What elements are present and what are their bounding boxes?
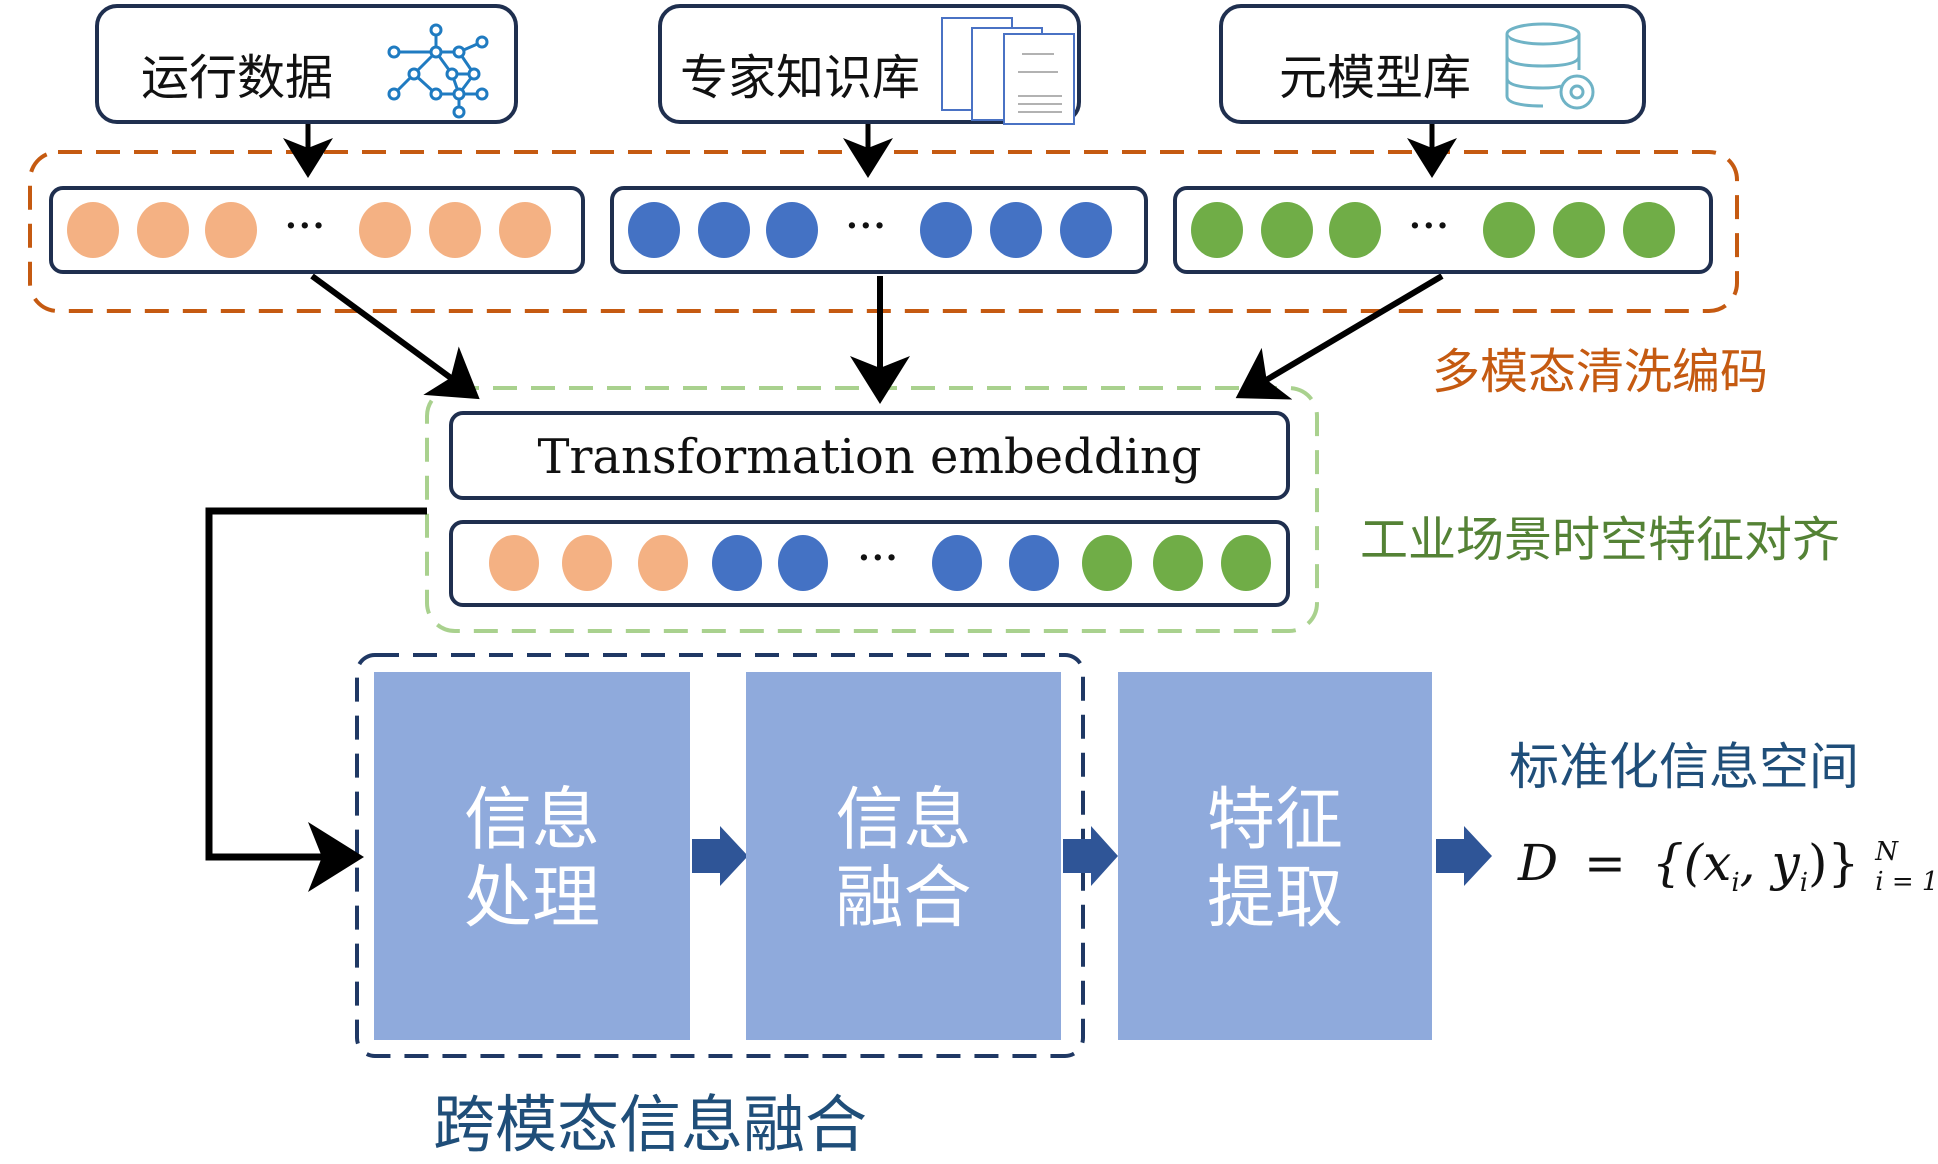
fused-token [1009, 535, 1059, 591]
ellipsis: ··· [1409, 206, 1451, 246]
formula-sub-x: i [1731, 868, 1740, 898]
feedback-connector [205, 507, 427, 892]
fused-token [778, 535, 828, 591]
output-formula: D = {(xi, yi)} N i = 1 [1518, 834, 1938, 898]
formula-close: )} [1808, 834, 1860, 892]
source-box-runtime-data: 运行数据 [95, 4, 518, 124]
block-arrow-3 [1436, 826, 1492, 886]
embedding-token [1329, 202, 1381, 258]
transformation-embedding-box: Transformation embedding [449, 411, 1290, 500]
embedding-token [499, 202, 551, 258]
arrow-embed-1 [310, 273, 480, 400]
block-label-line2: 提取 [1206, 859, 1343, 938]
formula-sub-y: i [1799, 868, 1809, 898]
block-label-line1: 信息 [835, 781, 972, 860]
arrow-embed-3 [1235, 273, 1444, 400]
fusion-group-border [355, 653, 1085, 1058]
formula-body: {(x [1651, 834, 1732, 892]
network-graph-icon [387, 23, 489, 119]
block-arrow-2 [1063, 826, 1118, 886]
embedding-token [67, 202, 119, 258]
embedding-token [628, 202, 680, 258]
cleaning-group-border [28, 150, 1739, 313]
fused-token [932, 535, 982, 591]
embedding-token [137, 202, 189, 258]
fused-token [638, 535, 688, 591]
block-label-line1: 信息 [463, 781, 600, 860]
embedding-token [1483, 202, 1535, 258]
block-info-fusion: 信息 融合 [746, 672, 1061, 1040]
fused-token [1221, 535, 1271, 591]
fused-token [1153, 535, 1203, 591]
database-gear-icon [1505, 22, 1595, 110]
output-space-title: 标准化信息空间 [1509, 738, 1859, 796]
block-label-line1: 特征 [1206, 781, 1343, 860]
formula-lhs: D [1518, 834, 1559, 892]
embedding-token [698, 202, 750, 258]
block-label-line2: 融合 [835, 859, 972, 938]
formula-eq: = [1584, 834, 1626, 892]
embedding-token [1191, 202, 1243, 258]
embedding-token [429, 202, 481, 258]
fused-token [1082, 535, 1132, 591]
block-arrow-1 [692, 826, 748, 886]
formula-comma: , y [1739, 834, 1800, 892]
source-label: 元模型库 [1279, 50, 1472, 106]
ellipsis: ··· [846, 206, 888, 246]
fused-token [712, 535, 762, 591]
source-box-expert-knowledge: 专家知识库 [658, 4, 1081, 125]
source-label: 运行数据 [141, 50, 334, 106]
embedding-token [1261, 202, 1313, 258]
alignment-group-border [425, 386, 1319, 633]
embedding-token [205, 202, 257, 258]
ellipsis: ··· [285, 206, 327, 246]
embedding-token [990, 202, 1042, 258]
documents-icon [941, 17, 1075, 125]
connectors-layer [28, 124, 1739, 1058]
embedding-token [1623, 202, 1675, 258]
fused-token [562, 535, 612, 591]
ellipsis: ··· [858, 538, 900, 578]
block-feature-extraction: 特征 提取 [1118, 672, 1432, 1040]
formula-sup: N [1875, 837, 1899, 867]
fusion-stage-label: 跨模态信息融合 [433, 1088, 868, 1161]
block-label-line2: 处理 [463, 859, 600, 938]
embedding-token [920, 202, 972, 258]
source-label: 专家知识库 [680, 50, 921, 106]
embedding-token [359, 202, 411, 258]
formula-sub: i = 1 [1875, 867, 1938, 897]
fused-token [489, 535, 539, 591]
embedding-token [1553, 202, 1605, 258]
embedding-token [1060, 202, 1112, 258]
cleaning-stage-label: 多模态清洗编码 [1432, 344, 1769, 400]
embedding-token [766, 202, 818, 258]
block-info-processing: 信息 处理 [374, 672, 690, 1040]
alignment-stage-label: 工业场景时空特征对齐 [1360, 512, 1841, 568]
transformation-label: Transformation embedding [537, 429, 1202, 485]
source-box-meta-model: 元模型库 [1219, 4, 1646, 124]
